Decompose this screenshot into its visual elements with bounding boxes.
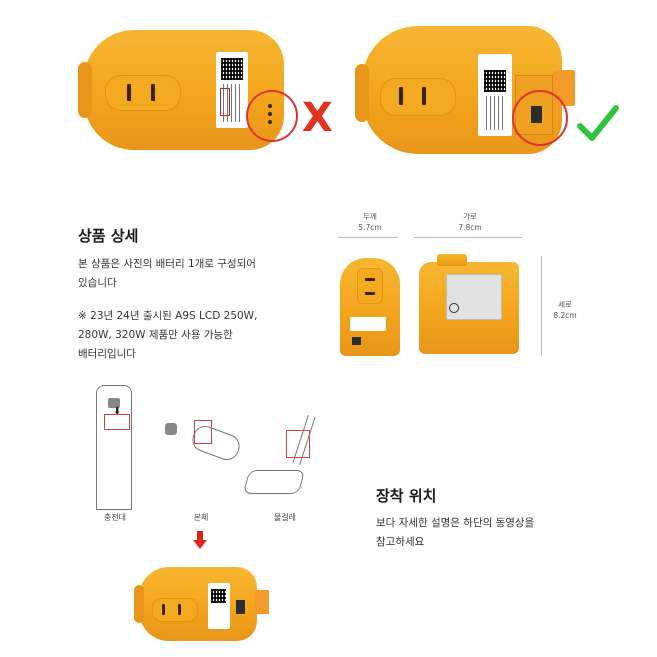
x-mark-icon: X (302, 95, 333, 141)
caption-mop: 물걸레 (273, 513, 297, 522)
product-detail-description: 본 상품은 사진의 배터리 1개로 구성되어 있습니다 (78, 258, 256, 289)
install-location-description: 보다 자세한 설명은 하단의 동영상을 참고하세요 (376, 517, 535, 548)
compatibility-note: ※ 23년 24년 출시된 A9S LCD 250W, 280W, 320W 제… (78, 310, 258, 360)
install-location-title: 장착 위치 (376, 487, 437, 505)
product-detail-title: 상품 상세 (78, 227, 139, 245)
caption-charger: 충전대 (103, 513, 127, 522)
height-label: 세로 8.2cm (553, 300, 577, 320)
highlight-circle (512, 90, 568, 146)
red-down-arrow-icon (193, 531, 207, 553)
caption-body: 본체 (193, 513, 209, 522)
checkmark-icon (576, 100, 620, 144)
thickness-label: 두께 5.7cm (358, 212, 382, 232)
width-label: 가로 7.8cm (458, 212, 482, 232)
highlight-circle (246, 90, 298, 142)
down-arrow-icon: ⬇ (113, 406, 122, 417)
